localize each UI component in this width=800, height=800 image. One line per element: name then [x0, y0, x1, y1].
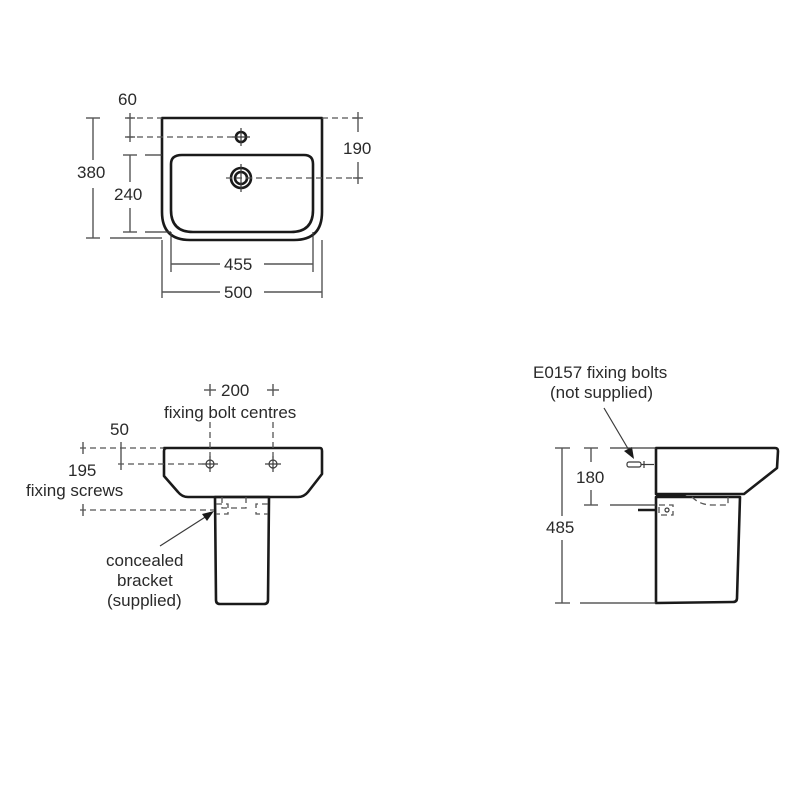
label-fixing-bolts: E0157 fixing bolts	[533, 363, 667, 382]
bolt-hole-icon	[202, 456, 218, 472]
basin-front-outline	[162, 446, 324, 499]
bolt-hole-icon	[265, 456, 281, 472]
top-view: 60 380 240 190 455 500	[77, 90, 371, 302]
arrow-icon	[202, 511, 214, 521]
basin-plan-outline	[160, 116, 324, 242]
dim-bolt-to-bracket: 180	[576, 468, 604, 487]
dim-overall-width: 500	[224, 283, 252, 302]
concealed-bracket	[221, 497, 247, 509]
arrow-icon	[624, 447, 634, 459]
dim-fixing-screws: 195	[68, 461, 96, 480]
basin-side-outline	[654, 446, 780, 496]
dim-overall-depth: 380	[77, 163, 105, 182]
fixing-bolt-icon	[638, 504, 674, 516]
bowl-outline	[169, 153, 315, 234]
pedestal-side-outline	[654, 495, 742, 605]
label-bracket-line1: concealed	[106, 551, 184, 570]
label-bolt-centres: fixing bolt centres	[164, 403, 296, 422]
label-bracket-line2: bracket	[117, 571, 173, 590]
dim-overall-height: 485	[546, 518, 574, 537]
dim-bolt-centres: 200	[221, 381, 249, 400]
front-view: 200 fixing bolt centres 50 195 fixing sc…	[26, 381, 324, 610]
dim-bowl-width: 455	[224, 255, 252, 274]
pedestal-front-outline	[213, 495, 271, 606]
side-view: E0157 fixing bolts (not supplied) 180 48…	[533, 363, 780, 605]
label-fixing-screws: fixing screws	[26, 481, 123, 500]
label-bracket-line3: (supplied)	[107, 591, 182, 610]
dim-tap-offset: 60	[118, 90, 137, 109]
dim-bowl-depth: 240	[114, 185, 142, 204]
dim-waste-from-back: 190	[343, 139, 371, 158]
fixing-bolt-icon	[626, 461, 654, 468]
dim-offset: 50	[110, 420, 129, 439]
label-not-supplied: (not supplied)	[550, 383, 653, 402]
